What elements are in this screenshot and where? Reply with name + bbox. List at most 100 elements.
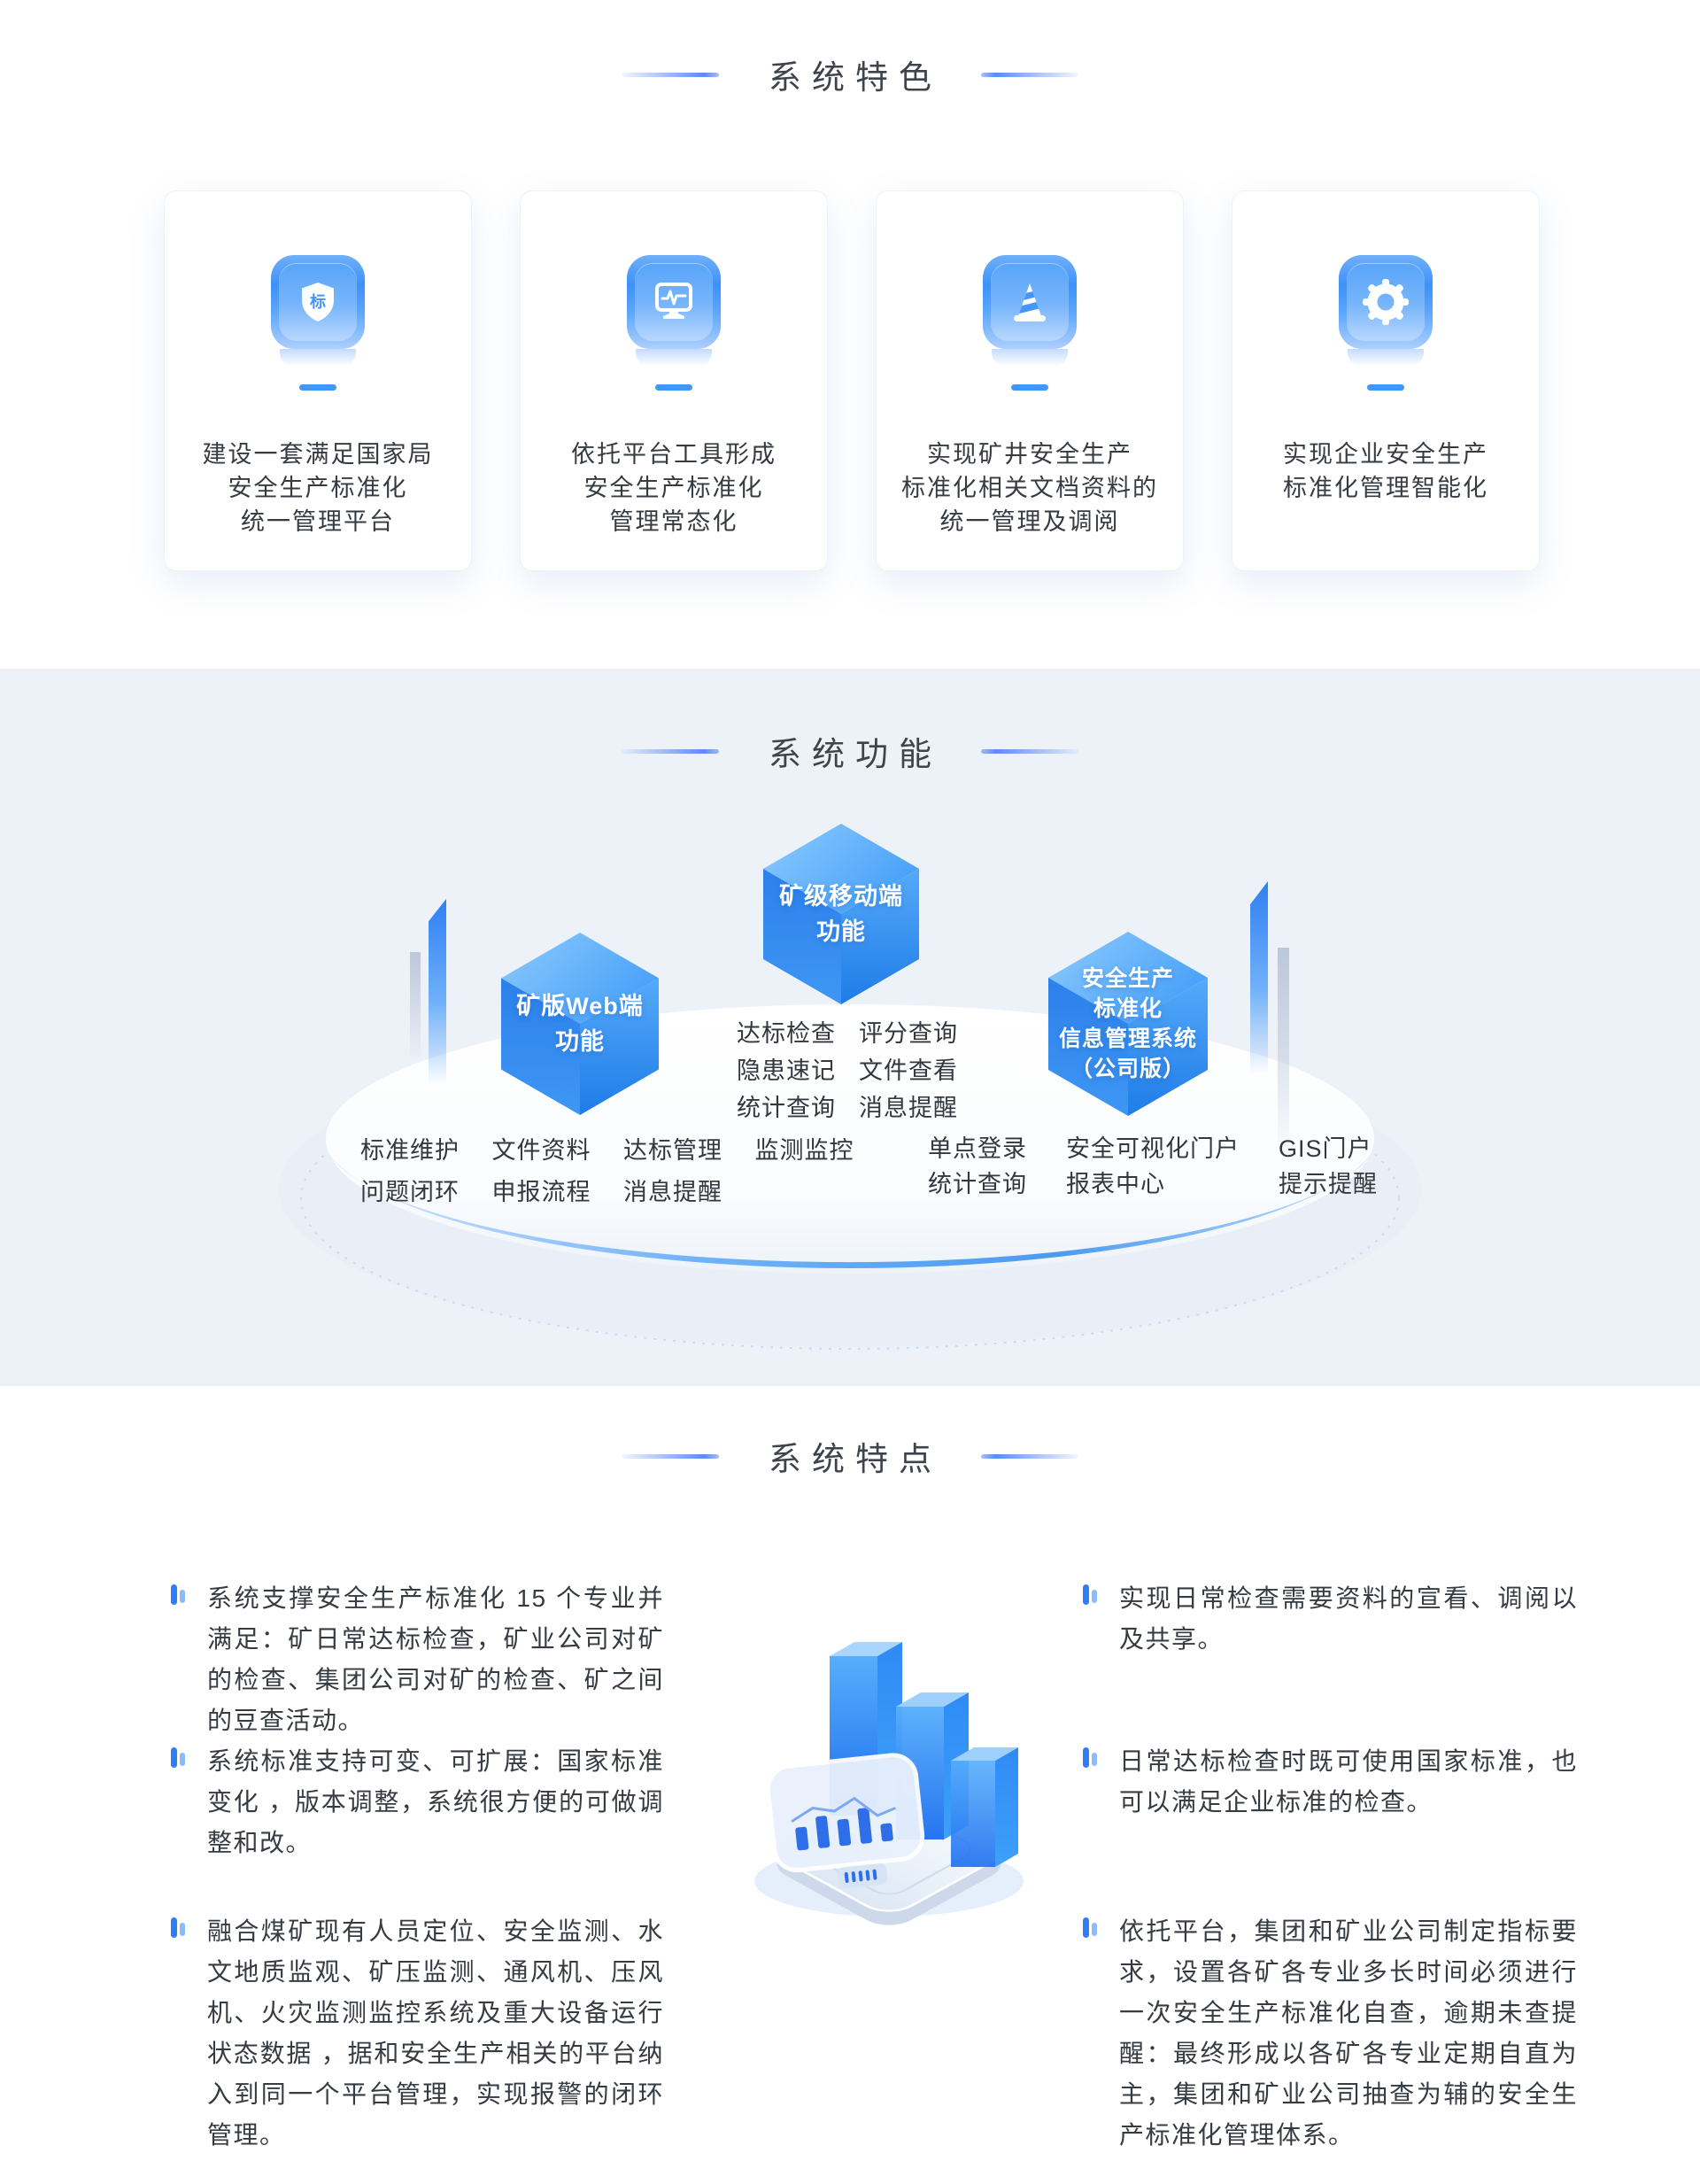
traffic-cone-icon [983,255,1077,349]
card-text-line: 实现矿井安全生产 [927,441,1132,468]
monitor-pulse-icon [627,255,721,349]
cube-mobile-label: 矿级移动端 功能 [763,824,919,1004]
feature-item: 文件查看 [859,1057,958,1084]
cube-mine-web-functions: 矿版Web端 功能 [501,933,659,1115]
title-decor-line-right [981,748,1078,754]
feature-item: 安全可视化门户 [1066,1135,1240,1162]
card-text: 实现矿井安全生产 标准化相关文档资料的 统一管理及调阅 [889,438,1171,538]
mobile-features-list: 达标检查 隐患速记 统计查询 评分查询 文件查看 消息提醒 [737,1015,958,1127]
feature-item: 评分查询 [859,1020,958,1047]
point-item-right-1: 实现日常检查需要资料的宣看、调阅以及共享。 [1082,1578,1578,1660]
point-item-left-1: 系统支撑安全生产标准化 15 个专业并满足：矿日常达标检查，矿业公司对矿的检查、… [170,1578,664,1741]
gear-icon [1339,255,1433,349]
feature-item: 监测监控 [754,1137,854,1164]
point-item-right-3: 依托平台，集团和矿业公司制定指标要求，设置各矿各专业多长时间必须进行一次安全生产… [1082,1911,1578,2156]
card-text-line: 标准化相关文档资料的 [901,475,1158,501]
feature-item: 单点登录 [928,1135,1027,1162]
points-section-title: 系统特点 [0,1432,1700,1480]
cube-label-line: 矿版Web端 [516,993,644,1019]
features-section-title: 系统特色 [0,50,1700,98]
card-text: 实现企业安全生产 标准化管理智能化 [1245,438,1526,505]
cube-label-line: 安全生产 [1081,966,1174,991]
feature-card-intelligent-management: 实现企业安全生产 标准化管理智能化 [1232,190,1540,571]
feature-card-document-management: 实现矿井安全生产 标准化相关文档资料的 统一管理及调阅 [876,190,1184,571]
card-text-line: 统一管理平台 [241,508,395,535]
card-divider-bar [1367,384,1404,391]
feature-item: 达标检查 [737,1020,836,1047]
card-text-line: 建设一套满足国家局 [202,441,434,468]
double-bar-bullet-icon [1083,1584,1097,1605]
functions-title-text: 系统功能 [769,736,942,772]
decor-bar-gray-left [410,952,421,1063]
mobile-features-col1: 达标检查 隐患速记 统计查询 [737,1015,836,1127]
cube-label-line: 矿级移动端 [779,883,903,910]
card-text-line: 管理常态化 [609,508,738,535]
point-text: 融合煤矿现有人员定位、安全监测、水文地质监观、矿压监测、通风机、压风机、火灾监测… [207,1917,664,2149]
cube-company-system: 安全生产 标准化 信息管理系统 （公司版） [1048,932,1208,1116]
decor-bar-blue-left [429,899,446,1085]
feature-item: 文件资料 [491,1137,591,1164]
cube-label-line: 功能 [816,918,866,945]
bar-chart-3d-illustration [754,1642,1024,1925]
cube-label-line: （公司版） [1070,1057,1186,1081]
feature-item: GIS门户 [1279,1135,1372,1162]
card-divider-bar [1011,384,1048,391]
points-title-text: 系统特点 [769,1441,942,1477]
company-features-list: 单点登录 统计查询 安全可视化门户 报表中心 GIS门户 提示提醒 [928,1131,1378,1202]
point-text: 系统支撑安全生产标准化 15 个专业并满足：矿日常达标检查，矿业公司对矿的检查、… [207,1584,664,1734]
card-text-line: 安全生产标准化 [228,475,408,501]
feature-item: 标准维护 [360,1137,460,1164]
feature-item: 消息提醒 [859,1095,958,1121]
web-features-list: 标准维护 文件资料 达标管理 监测监控 问题闭环 申报流程 消息提醒 [360,1130,879,1213]
mobile-features-col2: 评分查询 文件查看 消息提醒 [859,1015,958,1127]
icon-reflection [1348,349,1424,367]
feature-item: 报表中心 [1066,1171,1165,1197]
web-features-row1: 标准维护 文件资料 达标管理 监测监控 [360,1130,879,1172]
card-text-line: 依托平台工具形成 [571,441,777,468]
double-bar-bullet-icon [1083,1917,1097,1938]
cube-mine-mobile-functions: 矿级移动端 功能 [763,824,919,1004]
feature-card-normalized-management: 依托平台工具形成 安全生产标准化 管理常态化 [520,190,828,571]
card-divider-bar [299,384,336,391]
double-bar-bullet-icon [171,1584,185,1605]
icon-reflection [280,349,356,367]
feature-item: 问题闭环 [360,1179,460,1205]
feature-item: 统计查询 [737,1095,836,1121]
card-text-line: 标准化管理智能化 [1283,475,1488,501]
shield-glyph-char: 标 [309,292,326,311]
decor-bar-blue-right [1250,881,1268,1074]
cube-company-label: 安全生产 标准化 信息管理系统 （公司版） [1048,932,1208,1116]
double-bar-bullet-icon [171,1917,185,1938]
point-text: 实现日常检查需要资料的宣看、调阅以及共享。 [1119,1584,1578,1653]
functions-section-title: 系统功能 [0,727,1700,775]
decor-bar-gray-right [1278,948,1289,1160]
icon-reflection [636,349,712,367]
title-decor-line-left [622,1453,719,1459]
web-features-row2: 问题闭环 申报流程 消息提醒 [360,1172,879,1213]
feature-item: 达标管理 [623,1137,723,1164]
company-features-col: GIS门户 提示提醒 [1279,1131,1378,1202]
cube-label-line: 功能 [555,1028,605,1055]
point-text: 系统标准支持可变、可扩展：国家标准变化 ，版本调整，系统很方便的可做调整和改。 [207,1747,664,1856]
card-text-line: 安全生产标准化 [583,475,764,501]
point-text: 日常达标检查时既可使用国家标准，也可以满足企业标准的检查。 [1119,1747,1578,1816]
card-divider-bar [655,384,692,391]
feature-item: 提示提醒 [1279,1171,1378,1197]
title-decor-line-right [981,72,1078,77]
features-title-text: 系统特色 [769,59,942,96]
feature-item: 统计查询 [928,1171,1027,1197]
title-decor-line-right [981,1453,1078,1459]
cube-web-label: 矿版Web端 功能 [501,933,659,1115]
company-features-col: 安全可视化门户 报表中心 [1066,1131,1240,1202]
point-item-left-2: 系统标准支持可变、可扩展：国家标准变化 ，版本调整，系统很方便的可做调整和改。 [170,1741,664,1863]
feature-item: 申报流程 [491,1179,591,1205]
feature-item: 隐患速记 [737,1057,836,1084]
feature-card-standard-platform: 标 建设一套满足国家局 安全生产标准化 统一管理平台 [164,190,472,571]
feature-item: 消息提醒 [623,1179,723,1205]
card-text-line: 实现企业安全生产 [1283,441,1488,468]
double-bar-bullet-icon [1083,1747,1097,1768]
point-item-right-2: 日常达标检查时既可使用国家标准，也可以满足企业标准的检查。 [1082,1741,1578,1823]
card-text-line: 统一管理及调阅 [939,508,1120,535]
cube-label-line: 信息管理系统 [1058,1026,1197,1051]
